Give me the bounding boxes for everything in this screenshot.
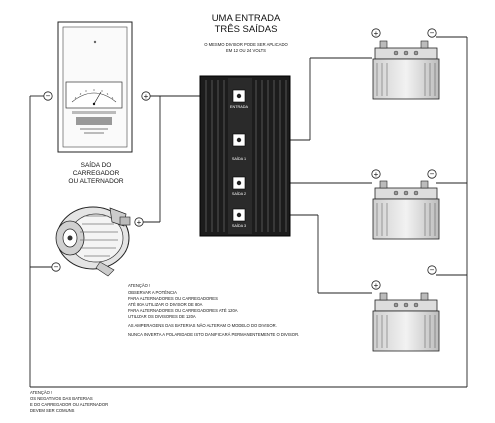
title-sub1: O MESMO DIVISOR PODE SER APLICADO (204, 42, 288, 47)
alternator-negative-terminal: − (51, 262, 61, 272)
wires (29, 36, 468, 388)
note1-line: PARA ALTERNADORES OU CARREGADORES (128, 296, 218, 301)
note1-line: NUNCA INVERTA A POLARIDADE ISTO DANIFICA… (128, 332, 299, 337)
alternator-positive-terminal: + (134, 217, 144, 227)
battery-1-positive-terminal: + (371, 28, 381, 38)
warning-note-1: ATENÇÃO ! OBSERVAR A POTÊNCIA PARA ALTER… (128, 283, 299, 337)
plus-icon: + (374, 170, 379, 179)
note2-line: DEVEM SER COMUNS (30, 408, 75, 413)
note2-title: ATENÇÃO ! (30, 390, 52, 395)
charger-caption-line3: OU ALTERNADOR (68, 178, 123, 185)
battery-1-negative-terminal: − (427, 28, 437, 38)
battery-2-negative-terminal: − (427, 169, 437, 179)
alternator (55, 206, 131, 277)
battery-2 (372, 180, 440, 240)
indicator-light-icon (93, 40, 97, 44)
battery-1 (372, 40, 440, 100)
meter-dial (71, 89, 117, 106)
note1-line: AS AMPERAGENS DAS BATERIAS NÃO ALTERAM O… (128, 323, 277, 328)
warning-note-2: ATENÇÃO ! OS NEGATIVOS DAS BATERIAS E DO… (30, 390, 108, 413)
splitter-output-3-terminal: SAÍDA 3 (232, 208, 246, 228)
charger-positive-terminal: + (141, 91, 151, 101)
plus-icon: + (374, 281, 379, 290)
minus-icon: − (54, 263, 59, 272)
charger-negative-terminal: − (43, 91, 53, 101)
title-line2: TRÊS SAÍDAS (215, 24, 278, 35)
splitter-output-3-label: SAÍDA 3 (232, 224, 246, 228)
minus-icon: − (430, 266, 435, 275)
splitter-output-1-terminal: SAÍDA 1 (232, 133, 246, 161)
plus-icon: + (137, 218, 142, 227)
charger-panel (57, 21, 133, 153)
battery-3-positive-terminal: + (371, 280, 381, 290)
charger-caption-line1: SAÍDA DO (81, 160, 112, 169)
plus-icon: + (144, 92, 149, 101)
splitter-input-terminal: ENTRADA (230, 89, 249, 109)
battery-2-positive-terminal: + (371, 169, 381, 179)
splitter-output-2-terminal: SAÍDA 2 (232, 176, 246, 196)
note1-line: PARA ALTERNADORES OU CARREGADORES ATÉ 12… (128, 308, 238, 313)
note1-title: ATENÇÃO ! (128, 283, 150, 288)
battery-3-negative-terminal: − (427, 265, 437, 275)
splitter-input-label: ENTRADA (230, 105, 249, 109)
battery-3 (372, 292, 440, 352)
note2-line: OS NEGATIVOS DAS BATERIAS (30, 396, 93, 401)
charger-caption-line2: CARREGADOR (73, 170, 120, 177)
note1-line: OBSERVAR A POTÊNCIA (128, 290, 177, 295)
note2-line: E DO CARREGADOR OU ALTERNADOR (30, 402, 108, 407)
minus-icon: − (46, 92, 51, 101)
title-line1: UMA ENTRADA (212, 13, 281, 24)
minus-icon: − (430, 170, 435, 179)
note1-line: ATÉ 80A UTILIZAR O DIVISOR DE 80A (128, 302, 203, 307)
title-sub2: EM 12 OU 24 VOLTS (226, 48, 266, 53)
note1-line: UTILIZAR OS DIVISORES DE 120A (128, 314, 196, 319)
minus-icon: − (430, 29, 435, 38)
splitter-output-1-label: SAÍDA 1 (232, 157, 246, 161)
splitter-output-2-label: SAÍDA 2 (232, 192, 246, 196)
plus-icon: + (374, 29, 379, 38)
